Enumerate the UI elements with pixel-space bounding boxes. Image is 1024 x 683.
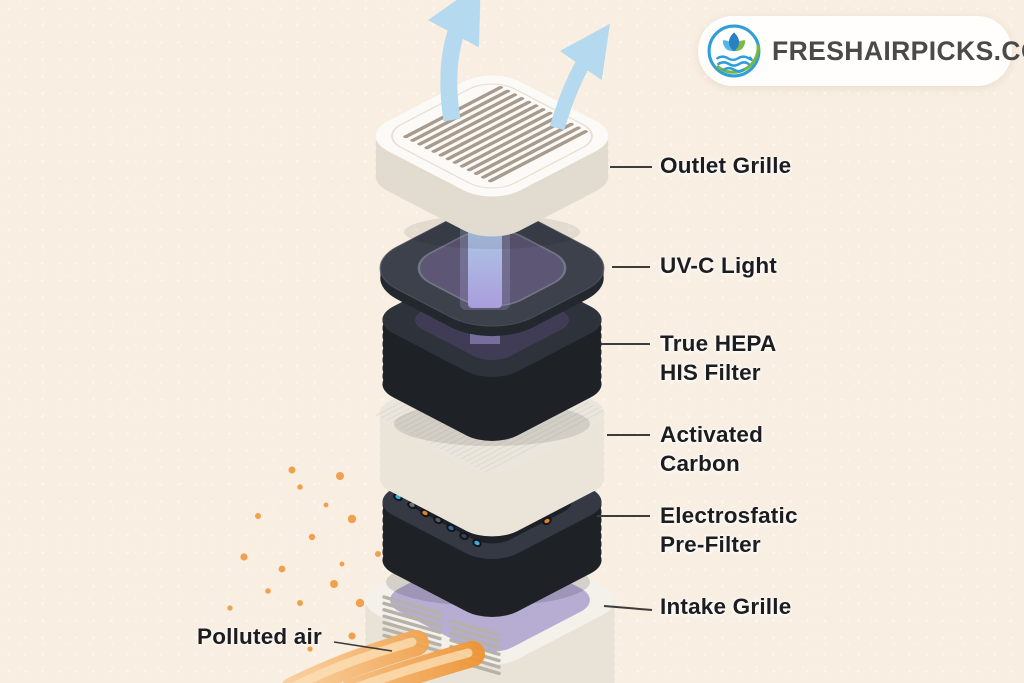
layer-intake-grille: [348, 526, 632, 683]
intake-vent-slats: [449, 619, 501, 676]
airflow-up-arrow-icon: [427, 0, 610, 131]
callout-outlet-grille: Outlet Grille: [660, 153, 792, 178]
polluted-air-label: Polluted air: [197, 624, 322, 649]
lotus-leaf-water-icon: [707, 24, 761, 78]
ionizer-led-dots: [393, 492, 552, 548]
callout-uvc-light: UV-C Light: [660, 253, 777, 278]
brand-logo-pill: FRESHAIRPICKS.COM: [698, 16, 1024, 86]
callout-intake-grille: Intake Grille: [660, 594, 792, 619]
layer-electrostatic-pre-filter: [367, 437, 617, 625]
leader-lines: [333, 166, 653, 652]
polluted-air-ribbons: [282, 630, 485, 683]
intake-vent-slats: [382, 595, 442, 654]
layer-outlet-grille: [359, 66, 625, 246]
brand-name: FRESHAIRPICKS.COM: [772, 35, 1024, 66]
